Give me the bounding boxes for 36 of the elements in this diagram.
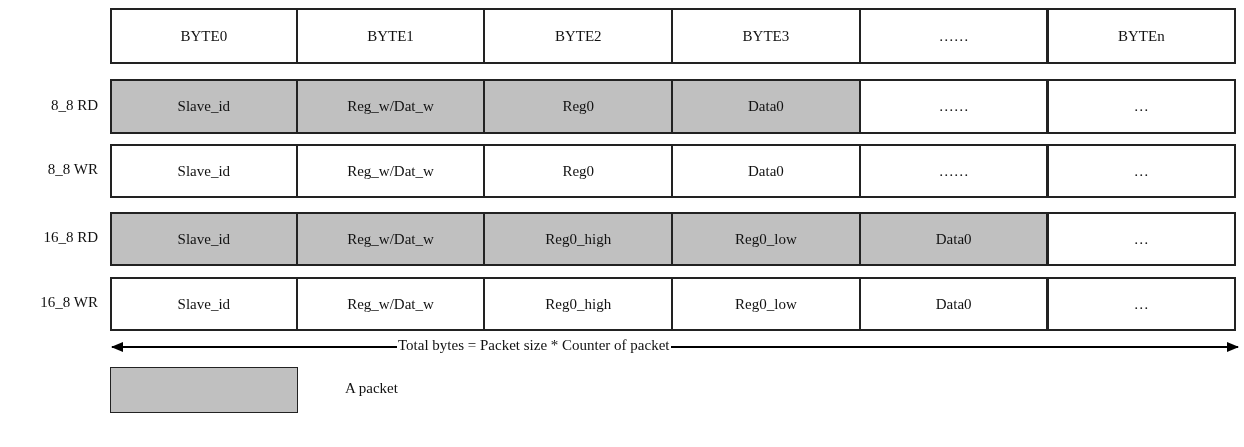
column-header: …… — [858, 8, 1049, 64]
table-cell: Slave_id — [110, 144, 298, 198]
row-label: 8_8 RD — [50, 96, 98, 114]
column-header: BYTE3 — [671, 8, 861, 64]
column-header: BYTE0 — [110, 8, 298, 64]
table-cell: …… — [858, 79, 1049, 134]
table-cell: Data0 — [671, 144, 861, 198]
table-cell: … — [1046, 277, 1237, 331]
table-cell: Data0 — [671, 79, 861, 134]
table-cell: Data0 — [858, 277, 1049, 331]
column-header: BYTE1 — [295, 8, 486, 64]
table-cell: … — [1046, 144, 1237, 198]
table-cell: …… — [858, 144, 1049, 198]
row-label: 8_8 WR — [47, 161, 98, 178]
table-cell: Reg_w/Dat_w — [295, 144, 486, 198]
table-cell: Reg0 — [483, 144, 674, 198]
legend-label: A packet — [345, 380, 398, 397]
row-label: 16_8 WR — [40, 294, 98, 311]
table-cell: Slave_id — [110, 79, 298, 134]
table-cell: Reg0_low — [671, 212, 861, 266]
table-cell: … — [1046, 212, 1237, 266]
dimension-label: Total bytes = Packet size * Counter of packet — [397, 337, 671, 354]
row-label: 16_8 RD — [43, 229, 98, 246]
table-cell: Reg_w/Dat_w — [295, 277, 486, 331]
table-cell: Reg_w/Dat_w — [295, 212, 486, 266]
table-cell: Data0 — [858, 212, 1049, 266]
column-header: BYTE2 — [483, 8, 674, 64]
table-cell: Reg_w/Dat_w — [295, 79, 486, 134]
table-cell: Slave_id — [110, 212, 298, 266]
table-cell: … — [1046, 79, 1237, 134]
table-cell: Reg0_high — [483, 212, 674, 266]
table-cell: Reg0_high — [483, 277, 674, 331]
table-cell: Slave_id — [110, 277, 298, 331]
table-cell: Reg0_low — [671, 277, 861, 331]
column-header: BYTEn — [1046, 8, 1237, 64]
table-cell: Reg0 — [483, 79, 674, 134]
